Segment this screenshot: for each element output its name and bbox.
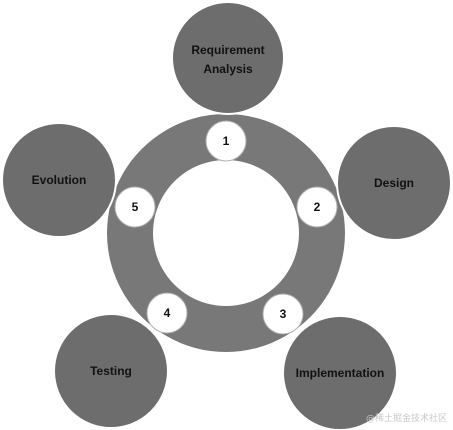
stage-label-requirement-analysis-line2: Analysis [203, 62, 253, 76]
stage-circle-design [336, 125, 452, 241]
step-number-5: 5 [132, 200, 139, 214]
stage-label-design: Design [374, 176, 414, 190]
cycle-ring [106, 114, 345, 353]
stage-circle-testing [53, 313, 169, 429]
watermark: @稀土掘金技术社区 [365, 414, 447, 424]
stage-label-evolution: Evolution [32, 173, 87, 187]
stage-circle-evolution [1, 122, 117, 238]
stage-circle-implementation [282, 315, 398, 430]
step-badge-3 [262, 293, 304, 335]
step-badge-1 [205, 120, 247, 162]
stage-label-implementation: Implementation [296, 366, 385, 380]
step-badge-5 [114, 186, 156, 228]
stage-label-testing: Testing [90, 364, 132, 378]
stage-circle-requirement-analysis [171, 1, 285, 115]
step-badge-2 [296, 186, 338, 228]
step-number-4: 4 [164, 306, 171, 320]
step-number-2: 2 [314, 200, 321, 214]
step-number-3: 3 [280, 307, 287, 321]
stage-label-requirement-analysis-line1: Requirement [191, 43, 264, 57]
step-number-1: 1 [223, 134, 230, 148]
step-badge-4 [146, 292, 188, 334]
